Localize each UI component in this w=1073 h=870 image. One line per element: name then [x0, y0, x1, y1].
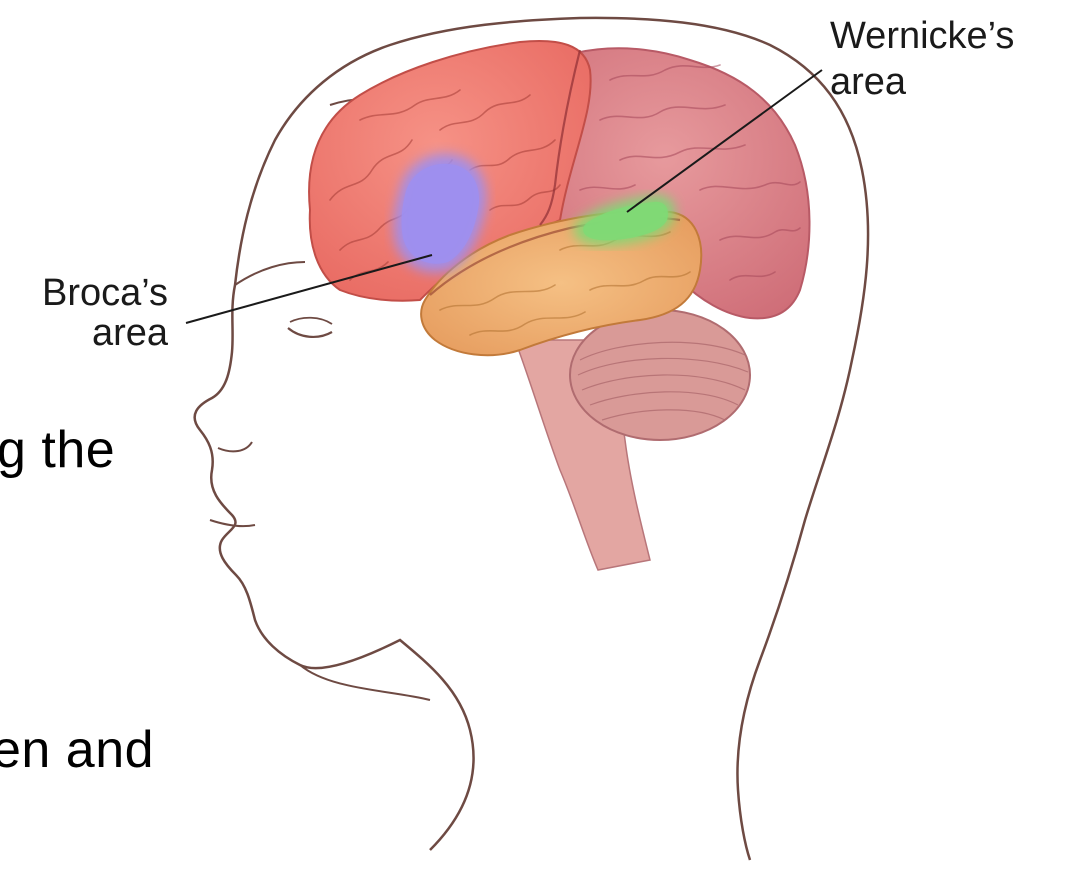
- broca-label-line-2: area: [92, 312, 169, 354]
- eyelid-line: [290, 318, 332, 324]
- eye-icon: [288, 328, 332, 337]
- nostril-line: [218, 442, 252, 451]
- wernicke-label-line-2: area: [830, 61, 907, 103]
- forehead-line: [235, 262, 305, 285]
- lips-line: [210, 520, 255, 526]
- wernicke-label-line-1: Wernicke’s: [830, 15, 1014, 57]
- broca-label-line-1: Broca’s: [42, 272, 168, 314]
- neck-line: [300, 665, 430, 700]
